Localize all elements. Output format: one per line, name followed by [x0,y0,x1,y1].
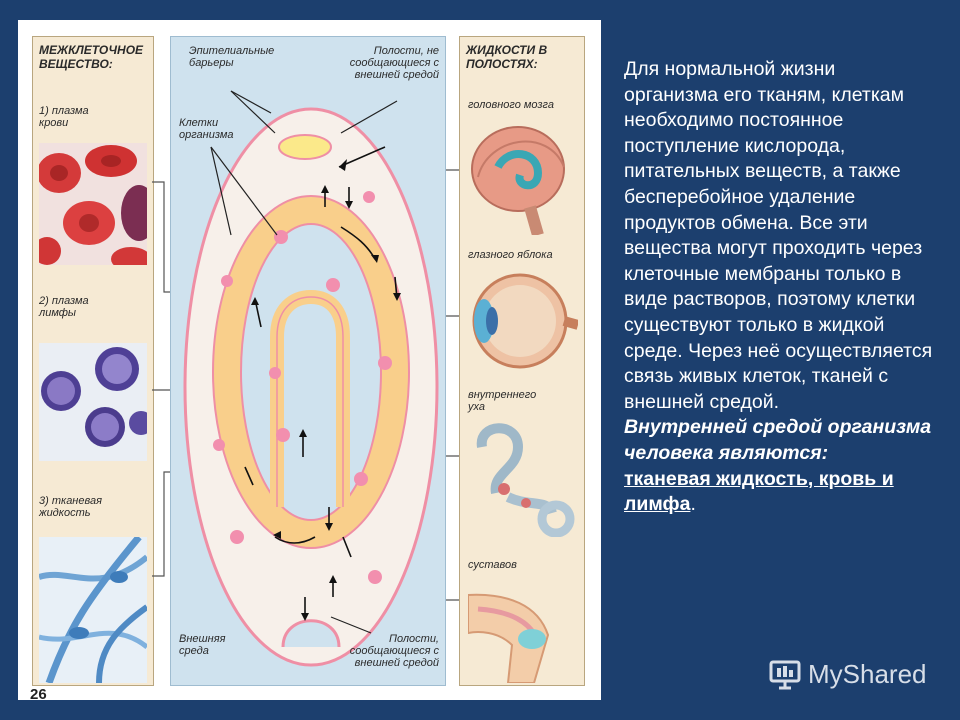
tissue-fluid-image [39,537,147,683]
inner-ear-image [468,417,578,537]
myshared-watermark: MyShared [768,654,927,694]
emphasis-text: Внутренней средой организма человека явл… [624,416,932,464]
cavity-fluids-panel: ЖИДКОСТИ В ПОЛОСТЯХ: головного мозга гла… [459,36,585,686]
lymph-cells-image [39,343,147,461]
answer-period: . [690,493,696,516]
organism-scheme-panel: Эпителиальные барьеры Полости, не сообща… [170,36,446,686]
right-item-brain: головного мозга [468,99,554,111]
label-closed-cavities: Полости, не сообщающиеся с внешней средо… [349,45,439,81]
watermark-text: MyShared [808,658,927,689]
right-item-eyeball: глазного яблока [468,249,553,261]
label-open-cavities: Полости, сообщающиеся с внешней средой [349,633,439,669]
eyeball-image [468,265,578,375]
organism-scheme [183,90,439,667]
blood-cells-image [39,143,147,265]
label-epithelial-barriers: Эпителиальные барьеры [189,45,275,69]
left-item-blood-plasma: 1) плазма крови [39,105,89,129]
label-body-cells: Клетки организма [179,117,234,141]
brain-image [468,117,578,235]
left-header: МЕЖКЛЕТОЧНОЕ ВЕЩЕСТВО: [39,43,144,71]
left-item-lymph-plasma: 2) плазма лимфы [39,295,89,319]
joint-image [468,575,578,683]
left-item-tissue-fluid: 3) тканевая жидкость [39,495,102,519]
answer-text: тканевая жидкость, кровь и лимфа [624,467,894,516]
right-item-joints: суставов [468,559,517,571]
main-paragraph: Для нормальной жизни организма его тканя… [624,58,933,413]
right-item-inner-ear: внутреннего уха [468,389,537,413]
right-header: ЖИДКОСТИ В ПОЛОСТЯХ: [466,43,548,71]
label-external-environment: Внешняя среда [179,633,226,657]
slide-text: Для нормальной жизни организма его тканя… [624,57,934,518]
intercellular-substance-panel: МЕЖКЛЕТОЧНОЕ ВЕЩЕСТВО: 1) плазма крови 2… [32,36,154,686]
presentation-board-icon [769,660,801,690]
textbook-figure: МЕЖКЛЕТОЧНОЕ ВЕЩЕСТВО: 1) плазма крови 2… [18,20,601,703]
page-number: 26 [30,686,47,703]
